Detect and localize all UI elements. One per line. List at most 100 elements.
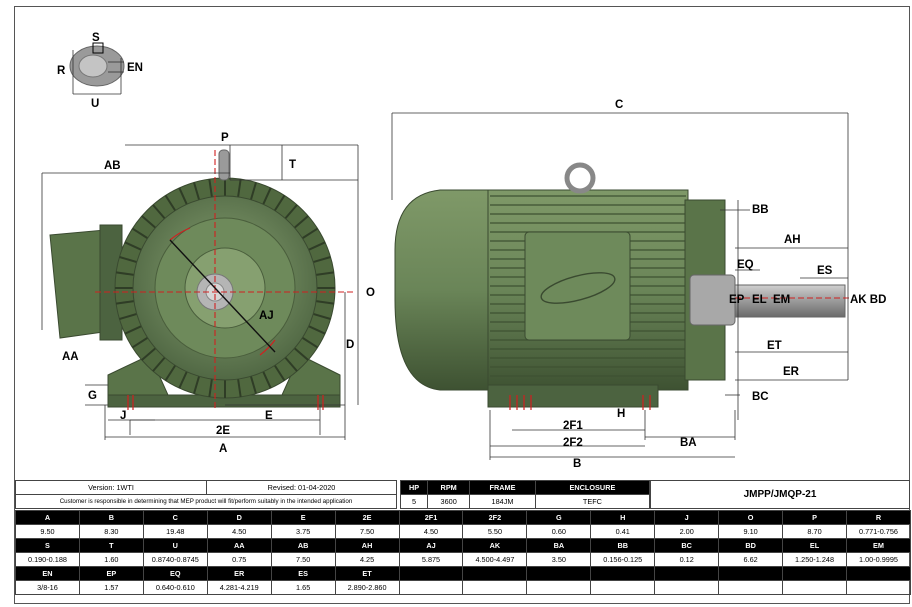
dimension-header-cell: U bbox=[142, 538, 208, 553]
label-ah: AH bbox=[784, 234, 801, 246]
dimension-value-cell: 3.50 bbox=[526, 552, 592, 567]
label-a: A bbox=[219, 443, 227, 455]
dimension-header-cell: AK bbox=[462, 538, 528, 553]
fin bbox=[208, 178, 213, 198]
dimension-value-cell: 4.50 bbox=[206, 524, 272, 539]
fin bbox=[119, 256, 138, 264]
spec-header-cell: ENCLOSURE bbox=[534, 480, 651, 495]
dimension-value-cell: 0.640-0.610 bbox=[142, 580, 208, 595]
empty-cell bbox=[782, 566, 847, 581]
fin bbox=[152, 356, 166, 372]
dimension-header-cell: 2F1 bbox=[398, 510, 464, 525]
dimension-header-cell: AJ bbox=[398, 538, 464, 553]
spec-header-cell: RPM bbox=[427, 480, 471, 495]
fin bbox=[131, 336, 149, 349]
dimension-header-cell: J bbox=[654, 510, 720, 525]
label-em: EM bbox=[773, 294, 790, 306]
dimension-header-cell: 2F2 bbox=[462, 510, 528, 525]
fin bbox=[301, 227, 319, 240]
dimension-value-cell: 1.00-0.9995 bbox=[845, 552, 912, 567]
dimension-value-cell: 8.70 bbox=[782, 524, 847, 539]
dimension-header-cell: ET bbox=[334, 566, 400, 581]
label-2f2: 2F2 bbox=[563, 437, 583, 449]
motor-drawing: S R EN U bbox=[41, 32, 886, 470]
fin bbox=[293, 215, 309, 229]
disclaimer-text: Customer is responsible in determining t… bbox=[15, 494, 397, 509]
dimension-value-cell: 0.12 bbox=[654, 552, 720, 567]
dimension-header-cell: S bbox=[15, 538, 80, 553]
side-view: C BB AH EQ ES EP EL EM AK BD ET ER BC H … bbox=[391, 99, 886, 470]
fin bbox=[249, 182, 257, 201]
fin bbox=[193, 182, 201, 201]
empty-cell bbox=[845, 580, 912, 595]
empty-cell bbox=[398, 566, 464, 581]
fin bbox=[178, 371, 188, 389]
label-c: C bbox=[615, 99, 623, 111]
dimension-value-cell: 9.50 bbox=[15, 524, 80, 539]
dimension-value-cell: 1.60 bbox=[78, 552, 144, 567]
dimension-value-cell: 1.250-1.248 bbox=[782, 552, 847, 567]
label-r: R bbox=[57, 65, 66, 77]
dimension-value-cell: 3.75 bbox=[270, 524, 336, 539]
info-table: Version: 1WTI Revised: 01-04-2020 Custom… bbox=[15, 480, 397, 509]
dimension-header-cell: A bbox=[15, 510, 80, 525]
dimension-value-cell: 4.25 bbox=[334, 552, 400, 567]
fin bbox=[193, 375, 201, 394]
fin bbox=[262, 371, 272, 389]
empty-cell bbox=[845, 566, 912, 581]
fin bbox=[237, 178, 242, 198]
empty-cell bbox=[654, 580, 720, 595]
fin bbox=[312, 312, 331, 320]
cooling-fins bbox=[115, 178, 335, 398]
spec-header-cell: FRAME bbox=[469, 480, 536, 495]
dimension-value-cell: 4.500-4.497 bbox=[462, 552, 528, 567]
label-aa: AA bbox=[62, 351, 79, 363]
spec-value-cell: 5 bbox=[399, 494, 429, 509]
dimension-value-cell: 3/8-16 bbox=[15, 580, 80, 595]
model-number: JMPP/JMQP-21 bbox=[650, 480, 910, 509]
dimension-header-cell: BC bbox=[654, 538, 720, 553]
fin bbox=[152, 204, 166, 220]
label-el: EL bbox=[752, 294, 767, 306]
dimension-value-cell: 8.30 bbox=[78, 524, 144, 539]
label-es: ES bbox=[817, 265, 833, 277]
fin bbox=[315, 300, 335, 305]
dimension-header-cell: EM bbox=[845, 538, 912, 553]
label-ep: EP bbox=[729, 294, 745, 306]
fin bbox=[301, 336, 319, 349]
dimension-header-cell: P bbox=[782, 510, 847, 525]
label-h: H bbox=[617, 408, 625, 420]
fin bbox=[284, 356, 298, 372]
label-et: ET bbox=[767, 340, 782, 352]
dimension-value-cell: 7.50 bbox=[270, 552, 336, 567]
dimension-header-cell: G bbox=[526, 510, 592, 525]
dimension-value-cell: 4.281-4.219 bbox=[206, 580, 272, 595]
dimension-header-cell: AH bbox=[334, 538, 400, 553]
dimension-header-cell: EQ bbox=[142, 566, 208, 581]
dimension-value-cell: 1.57 bbox=[78, 580, 144, 595]
label-en: EN bbox=[127, 62, 143, 74]
fin bbox=[119, 312, 138, 320]
label-o: O bbox=[366, 287, 375, 299]
dimension-header-cell: E bbox=[270, 510, 336, 525]
fin bbox=[293, 347, 309, 361]
dimension-header-cell: BB bbox=[590, 538, 656, 553]
fin bbox=[249, 375, 257, 394]
label-p: P bbox=[221, 132, 229, 144]
dimension-header-cell: AA bbox=[206, 538, 272, 553]
label-d: D bbox=[346, 339, 354, 351]
fin bbox=[164, 364, 177, 382]
label-aj: AJ bbox=[259, 310, 274, 322]
fin bbox=[164, 194, 177, 212]
shaft-key-detail: S R EN U bbox=[57, 32, 143, 110]
label-2f1: 2F1 bbox=[563, 420, 583, 432]
empty-cell bbox=[590, 566, 656, 581]
